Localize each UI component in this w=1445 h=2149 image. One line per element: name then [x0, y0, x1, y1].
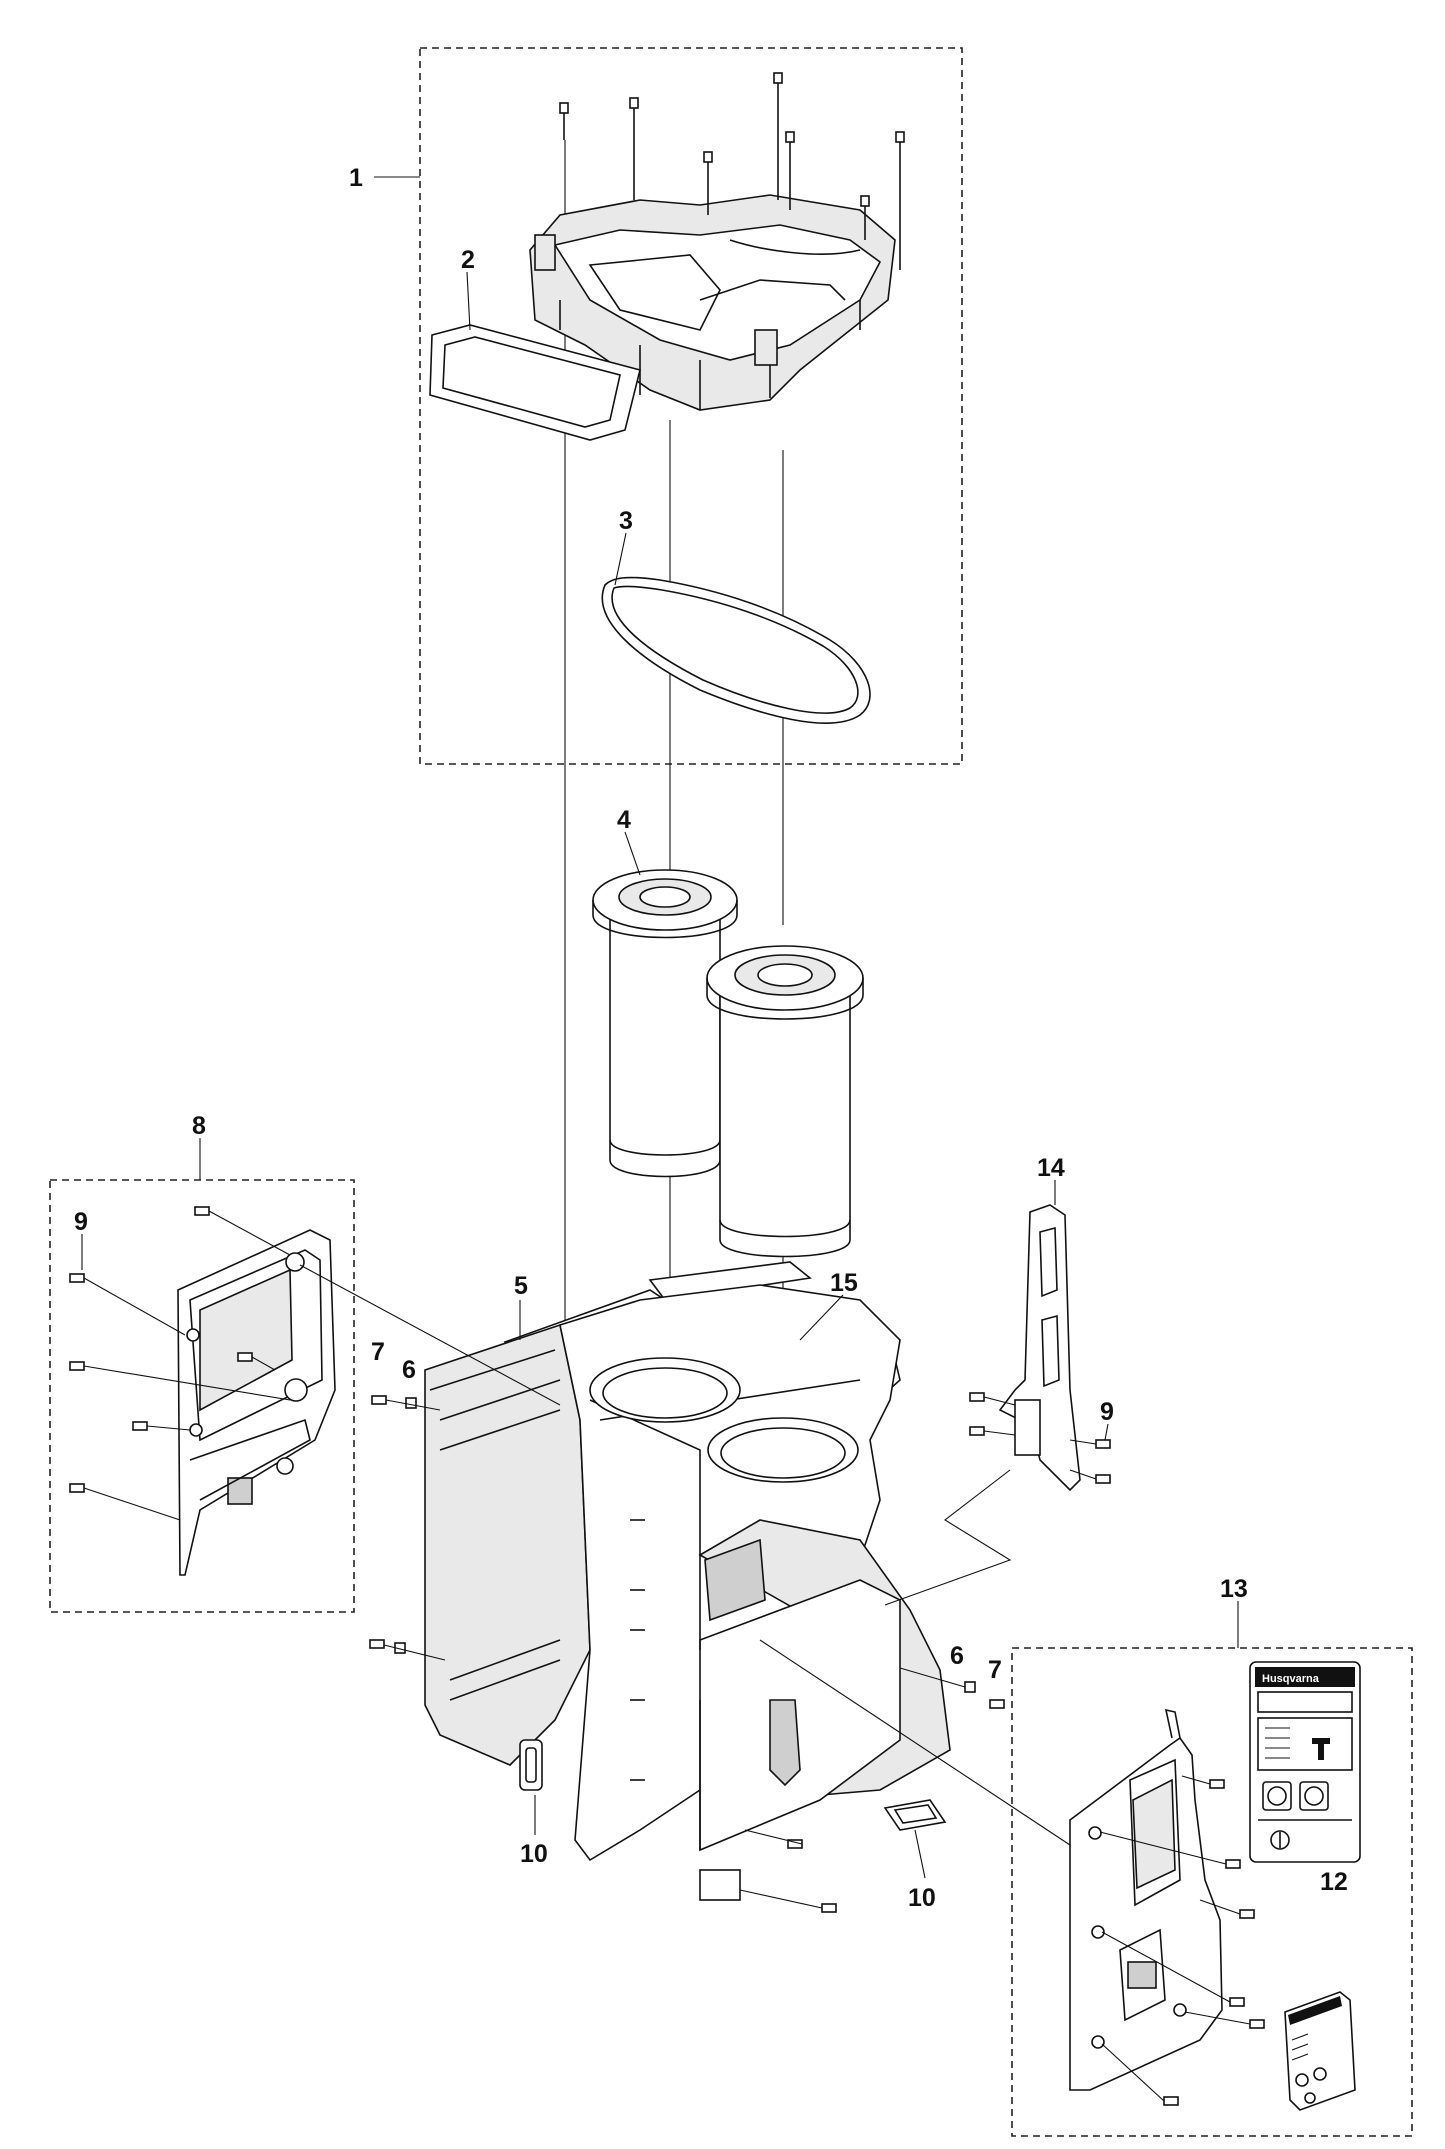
- callout-2: 2: [461, 246, 475, 274]
- housing-bottom-screws: [739, 1829, 837, 1913]
- callout-10-right: 10: [908, 1884, 936, 1912]
- part-plugs: [519, 1739, 947, 1831]
- part-decal-small: [1284, 1991, 1356, 2111]
- callout-15: 15: [830, 1269, 858, 1297]
- callout-9-right: 9: [1100, 1398, 1114, 1426]
- callout-1: 1: [349, 164, 363, 192]
- part-bracket: [884, 1204, 1111, 1606]
- part-right-side-panel: [759, 1639, 1265, 2106]
- housing-left-fasteners: [369, 1395, 446, 1661]
- callout-7-left: 7: [371, 1338, 385, 1366]
- callout-leaders: [81, 176, 1239, 1879]
- part-seal-ring: [601, 576, 871, 724]
- callout-10-left: 10: [520, 1840, 548, 1868]
- part-left-side-panel: [177, 1229, 336, 1576]
- callout-3: 3: [619, 507, 633, 535]
- callout-5: 5: [514, 1272, 528, 1300]
- housing-right-fasteners: [899, 1667, 1005, 1709]
- assembly-box-1: [419, 47, 963, 765]
- callout-9-left: 9: [74, 1208, 88, 1236]
- top-cover-screws: [559, 72, 905, 270]
- callout-7-right: 7: [988, 1656, 1002, 1684]
- callout-8: 8: [192, 1112, 206, 1140]
- callout-14: 14: [1037, 1154, 1065, 1182]
- assembly-box-8: [49, 1179, 355, 1613]
- callout-6-right: 6: [950, 1642, 964, 1670]
- part-decal-large: Husqvarna: [1249, 1661, 1361, 1863]
- part-main-housing: [424, 1284, 951, 1901]
- left-panel-screws: [69, 1206, 561, 1521]
- part-filter-cartridges: [592, 869, 864, 1258]
- callout-13: 13: [1220, 1575, 1248, 1603]
- part-top-cover: [529, 194, 896, 411]
- callout-4: 4: [617, 806, 631, 834]
- decal-brand-text: Husqvarna: [1262, 1673, 1320, 1685]
- callout-6-left: 6: [402, 1356, 416, 1384]
- callout-12: 12: [1320, 1868, 1348, 1896]
